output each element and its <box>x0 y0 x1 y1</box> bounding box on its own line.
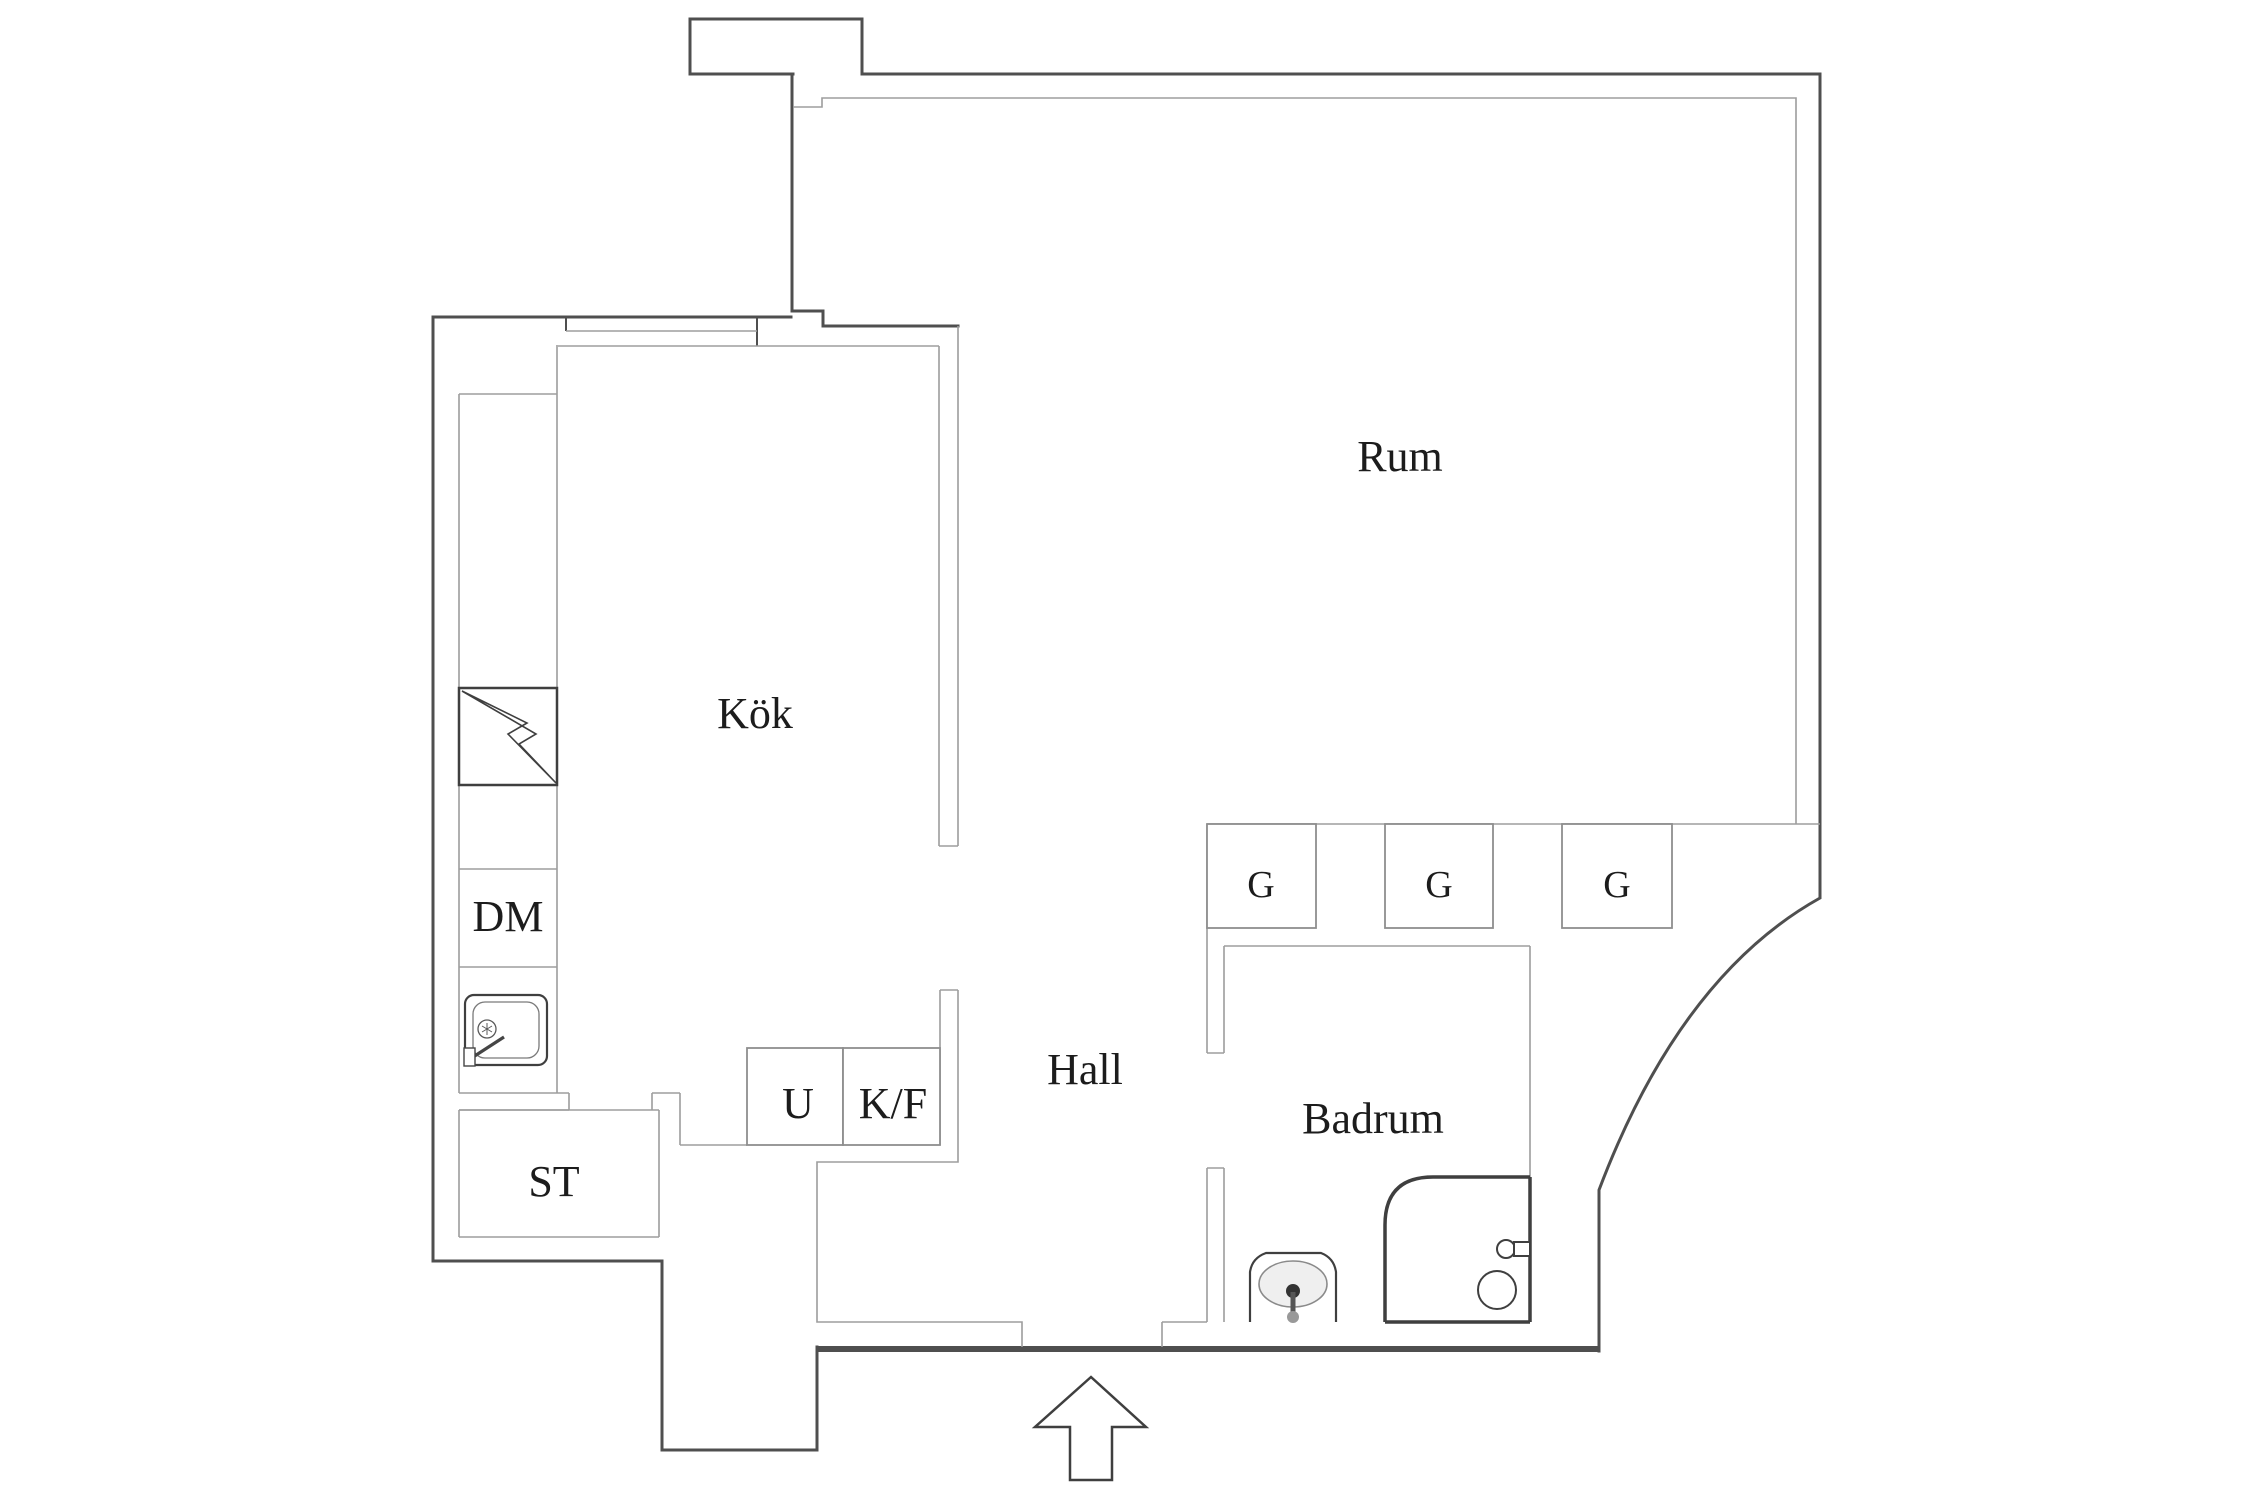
badrum-west-wall <box>1206 824 1225 1322</box>
entry-door-jamb <box>1161 1321 1207 1347</box>
wardrobe-box-3 <box>1561 823 1673 929</box>
fixture-label-kf: K/F <box>859 1079 927 1128</box>
wall-rum-west <box>688 72 960 328</box>
sink-drain <box>477 1019 497 1039</box>
u-appliance-box <box>746 1047 844 1146</box>
wall-top-right-curve <box>688 17 1822 1353</box>
sink-drain-cross <box>481 1023 493 1035</box>
stove-fixture <box>457 686 559 787</box>
room-label-badrum: Badrum <box>1302 1094 1444 1143</box>
inner-wall-faces <box>458 97 1820 1347</box>
fixture-label-dm: DM <box>473 892 544 941</box>
sink-basin <box>472 1001 540 1059</box>
room-label-hall: Hall <box>1047 1045 1123 1094</box>
stove-box <box>457 686 559 787</box>
room-label-rum: Rum <box>1357 432 1443 481</box>
lightning-icon <box>461 690 557 784</box>
shower-mixer-body <box>1513 1241 1531 1257</box>
closet-boxes <box>746 823 1673 1146</box>
fixture-label-u: U <box>782 1079 814 1128</box>
hall-west-boundary <box>816 989 1023 1347</box>
washbasin-tap-knob <box>1287 1311 1299 1323</box>
kf-fridge-freezer-box <box>842 1047 941 1146</box>
kitchen-rum-partition <box>938 326 959 847</box>
arrow-up-icon <box>1031 1375 1150 1482</box>
closet-label-g2: G <box>1425 864 1452 906</box>
wardrobe-box-2 <box>1384 823 1494 929</box>
closet-label-g3: G <box>1603 864 1630 906</box>
wall-kitchen-block <box>431 315 819 1452</box>
washbasin-tap <box>1286 1284 1300 1298</box>
shower-mixer-knob <box>1496 1239 1516 1259</box>
sink-faucet-base <box>463 1047 476 1067</box>
room-labels: Rum Kök Hall Badrum ST DM U K/F G G G <box>473 432 1631 1206</box>
bathroom-sink-fixture <box>1248 1251 1338 1323</box>
rum-inner-face <box>793 97 1797 824</box>
room-label-st: ST <box>528 1157 579 1206</box>
shower-drain <box>1477 1270 1517 1310</box>
kitchen-sink-fixture <box>463 993 549 1067</box>
outer-walls <box>431 17 1822 1452</box>
shower-fixture <box>1383 1175 1532 1324</box>
room-label-kok: Kök <box>717 689 793 738</box>
closet-label-g1: G <box>1247 864 1274 906</box>
wardrobe-box-1 <box>1206 823 1317 929</box>
st-doorway-walls <box>459 1092 747 1146</box>
